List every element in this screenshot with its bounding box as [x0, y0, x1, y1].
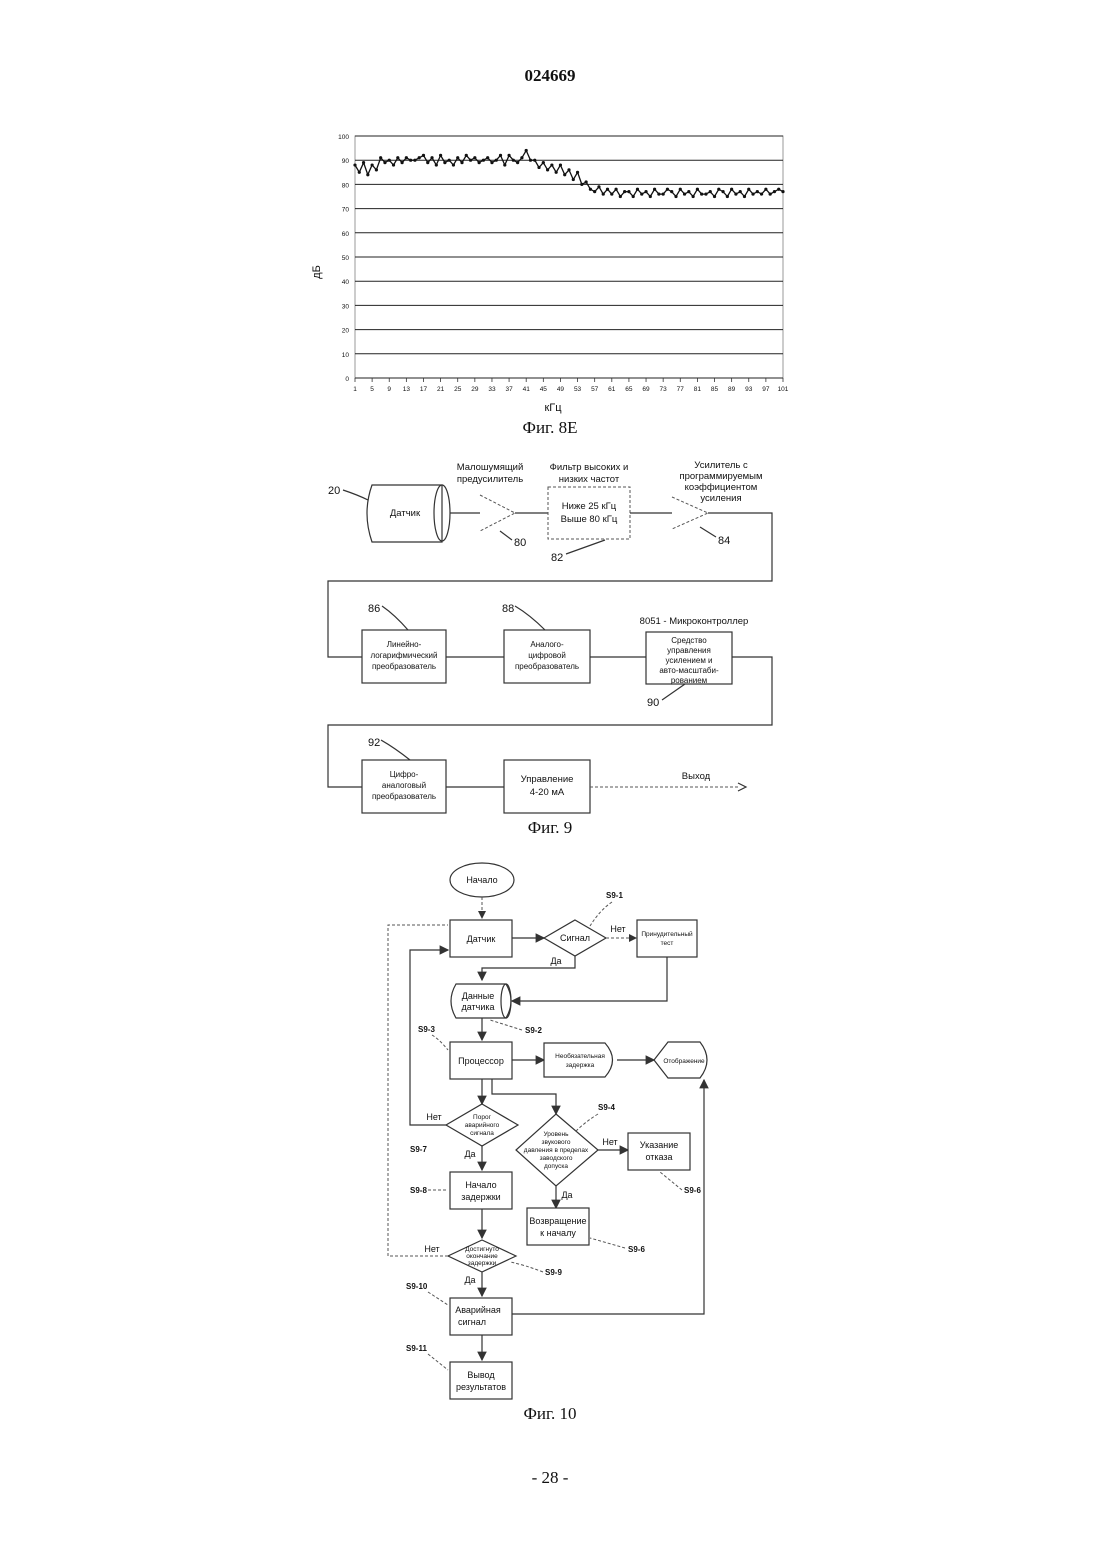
alarm-l2: сигнал [458, 1317, 486, 1327]
output-l2: результатов [456, 1382, 506, 1392]
fault-l1: Указание [640, 1140, 679, 1150]
delay-start-node [450, 1172, 512, 1209]
delay-end-l3: задержки [468, 1260, 497, 1267]
sensor-data-l1: Данные [462, 991, 495, 1001]
delay-end-no: Нет [424, 1244, 439, 1254]
signal-no: Нет [610, 924, 625, 934]
spl-l5: допуска [544, 1163, 568, 1170]
step-s9-11: S9-11 [406, 1344, 427, 1353]
page-number: - 28 - [0, 1468, 1100, 1488]
sensor-data-l2: датчика [461, 1002, 494, 1012]
display-label: Отображение [663, 1057, 705, 1065]
step-s9-6b: S9-6 [628, 1245, 645, 1254]
fault-l2: отказа [645, 1152, 672, 1162]
return-l1: Возвращение [529, 1216, 586, 1226]
spl-l2: звукового [542, 1139, 571, 1146]
alarm-thr-yes: Да [464, 1149, 475, 1159]
step-s9-4: S9-4 [598, 1103, 615, 1112]
step-s9-10: S9-10 [406, 1282, 428, 1291]
fig10-caption: Фиг. 10 [0, 1404, 1100, 1424]
forced-test-node [637, 920, 697, 957]
step-s9-3: S9-3 [418, 1025, 435, 1034]
step-s9-9: S9-9 [545, 1268, 562, 1277]
output-l1: Вывод [467, 1370, 495, 1380]
spl-no: Нет [602, 1137, 617, 1147]
alarm-thr-l1: Порог [473, 1114, 492, 1121]
alarm-thr-l3: сигнала [470, 1130, 494, 1137]
step-s9-7: S9-7 [410, 1145, 427, 1154]
sensor-node-label: Датчик [467, 934, 496, 944]
step-s9-1: S9-1 [606, 891, 623, 900]
signal-yes: Да [550, 956, 561, 966]
return-node [527, 1208, 589, 1245]
step-s9-6a: S9-6 [684, 1186, 701, 1195]
opt-delay-l2: задержка [566, 1062, 595, 1069]
spl-l1: Уровень [543, 1131, 569, 1138]
delay-start-l2: задержки [461, 1192, 500, 1202]
delay-end-l1: Достигнуто [465, 1246, 499, 1253]
spl-l4: заводского [540, 1155, 573, 1162]
results-output-node [450, 1362, 512, 1399]
step-s9-8: S9-8 [410, 1186, 427, 1195]
step-s9-2: S9-2 [525, 1026, 542, 1035]
start-label: Начало [466, 875, 497, 885]
optional-delay-node [544, 1043, 613, 1077]
spl-yes: Да [561, 1190, 572, 1200]
delay-end-yes: Да [464, 1275, 475, 1285]
spl-l3: давления в пределах [524, 1147, 589, 1154]
delay-end-l2: окончание [466, 1253, 498, 1260]
opt-delay-l1: Необязательная [555, 1052, 605, 1060]
forced-test-l2: тест [661, 940, 674, 947]
return-l2: к началу [540, 1228, 576, 1238]
processor-label: Процессор [458, 1056, 504, 1066]
delay-start-l1: Начало [465, 1180, 496, 1190]
alarm-thr-l2: аварийного [465, 1121, 500, 1129]
signal-label: Сигнал [560, 933, 590, 943]
alarm-l1: Аварийная [455, 1305, 501, 1315]
alarm-thr-no: Нет [426, 1112, 441, 1122]
forced-test-l1: Принудительный [641, 930, 693, 938]
